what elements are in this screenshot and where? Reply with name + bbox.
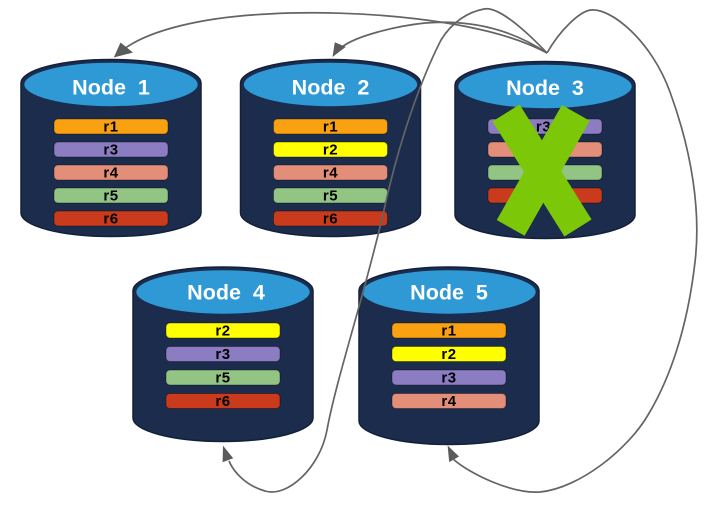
svg-text:r1: r1 bbox=[441, 323, 456, 340]
svg-text:r3: r3 bbox=[441, 370, 456, 387]
svg-text:r1: r1 bbox=[103, 119, 118, 136]
svg-text:Node 1: Node 1 bbox=[72, 76, 150, 100]
svg-text:r3: r3 bbox=[215, 346, 230, 363]
svg-text:r2: r2 bbox=[441, 346, 456, 363]
svg-text:r3: r3 bbox=[536, 119, 551, 136]
svg-text:r3: r3 bbox=[103, 142, 118, 159]
svg-text:r6: r6 bbox=[215, 393, 230, 410]
svg-text:r5: r5 bbox=[323, 188, 338, 205]
svg-text:r5: r5 bbox=[103, 188, 118, 205]
svg-text:r4: r4 bbox=[323, 165, 338, 182]
svg-text:Node 5: Node 5 bbox=[410, 281, 488, 305]
svg-text:Node 3: Node 3 bbox=[506, 76, 584, 100]
svg-text:r6: r6 bbox=[323, 211, 338, 228]
svg-text:Node 2: Node 2 bbox=[292, 76, 370, 100]
svg-text:r2: r2 bbox=[215, 323, 230, 340]
svg-text:r4: r4 bbox=[441, 393, 456, 410]
svg-text:r5: r5 bbox=[215, 370, 230, 387]
svg-text:Node 4: Node 4 bbox=[187, 281, 265, 305]
svg-text:r1: r1 bbox=[323, 119, 338, 136]
svg-text:r6: r6 bbox=[103, 211, 118, 228]
svg-text:r4: r4 bbox=[103, 165, 118, 182]
svg-text:r2: r2 bbox=[323, 142, 338, 159]
